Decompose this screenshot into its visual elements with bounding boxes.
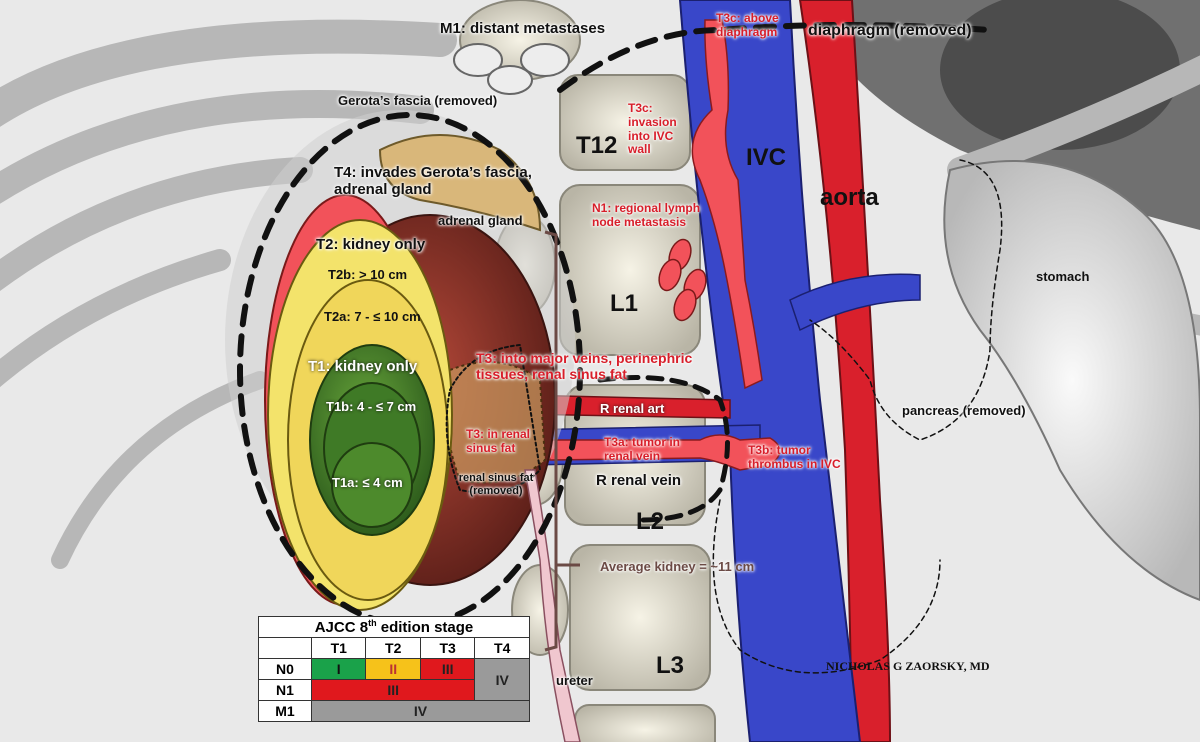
row-header-n0: N0 (258, 658, 312, 680)
col-header-t4: T4 (474, 637, 530, 659)
aorta-label: aorta (820, 184, 879, 211)
t1a-label: T1a: ≤ 4 cm (332, 475, 403, 490)
cell-m1: IV (311, 700, 530, 722)
adrenal-label: adrenal gland (438, 213, 523, 228)
l2-label: L2 (636, 508, 665, 535)
t3c-above-label: T3c: above diaphragm (716, 11, 779, 39)
r-renal-art-label: R renal art (600, 401, 665, 416)
t1b-label: T1b: 4 - ≤ 7 cm (326, 399, 417, 414)
m1-label: M1: distant metastases (440, 20, 606, 37)
lymph-nodes (658, 238, 707, 322)
table-title: AJCC 8th edition stage (258, 616, 530, 638)
row-header-n1: N1 (258, 679, 312, 701)
stomach (943, 160, 1200, 602)
pancreas-label: pancreas (removed) (902, 403, 1026, 418)
cell-n0-t2: II (365, 658, 421, 680)
t3a-label: T3a: tumor in renal vein (604, 435, 681, 463)
col-header-t3: T3 (419, 637, 476, 659)
t2b-label: T2b: > 10 cm (328, 267, 408, 282)
t3-major-label: T3: into major veins, perinephric tissue… (476, 350, 693, 383)
stomach-label: stomach (1036, 269, 1090, 284)
tumor-thrombus (544, 434, 781, 471)
n1-label: N1: regional lymph node metastasis (592, 201, 701, 229)
gerota-label: Gerota’s fascia (removed) (338, 93, 498, 108)
t3b-label: T3b: tumor thrombus in IVC (748, 443, 841, 471)
table-title-sup: th (368, 618, 377, 628)
t1a-tumor (331, 442, 413, 528)
cell-n1-t1-t3: III (310, 679, 476, 701)
ivc-thrombus (691, 19, 763, 390)
adrenal-gland (378, 134, 542, 232)
col-header-t1: T1 (310, 637, 367, 659)
l3-label: L3 (656, 652, 685, 679)
table-corner (258, 637, 312, 659)
r-renal-vein-label: R renal vein (596, 472, 682, 489)
ureter (524, 469, 581, 742)
t4-label: T4: invades Gerota’s fascia, adrenal gla… (334, 164, 532, 199)
renal-sinus-removed-label: renal sinus fat (removed) (458, 472, 534, 497)
t12-label: T12 (576, 132, 618, 159)
ureter-label: ureter (556, 673, 593, 688)
row-header-m1: M1 (258, 700, 312, 722)
distant-metastases-nodules (453, 43, 570, 95)
kidney-length-bracket (544, 230, 580, 652)
renal-sinus-fat (445, 361, 547, 484)
ajcc-stage-table: AJCC 8th edition stage T1 T2 T3 T4 N0 I … (258, 616, 530, 722)
diaphragm-label: diaphragm (removed) (808, 22, 972, 39)
avg-kidney-label: Average kidney = ~11 cm (600, 559, 755, 574)
cell-t4-n0-n1: IV (474, 658, 530, 701)
cell-n0-t1: I (310, 658, 367, 680)
cell-n0-t3: III (419, 658, 476, 680)
t2-only-label: T2: kidney only (316, 236, 426, 253)
t1-only-label: T1: kidney only (308, 358, 418, 375)
l1-label: L1 (610, 290, 639, 317)
t2a-label: T2a: 7 - ≤ 10 cm (324, 309, 421, 324)
dashed-outlines (237, 22, 1003, 674)
table-title-main: AJCC 8 (314, 619, 369, 636)
ivc-label: IVC (746, 144, 787, 171)
col-header-t2: T2 (365, 637, 421, 659)
left-renal-vein (789, 273, 921, 332)
t3-sinus-label: T3: in renal sinus fat (466, 427, 531, 455)
t3c-invasion-label: T3c: invasion into IVC wall (628, 101, 677, 157)
table-title-rest: edition stage (376, 619, 474, 636)
author-credit: NICHOLAS G ZAORSKY, MD (826, 659, 990, 673)
